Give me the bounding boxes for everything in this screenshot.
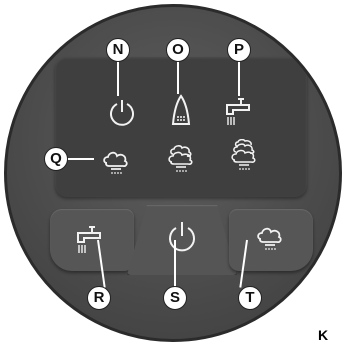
callout-leader-o — [177, 58, 179, 94]
callout-label-r: R — [87, 286, 111, 310]
callout-label-t: T — [238, 286, 262, 310]
iron-icon[interactable] — [164, 93, 198, 127]
faucet-icon[interactable] — [223, 95, 257, 129]
steam-icon — [253, 223, 287, 257]
callout-label-q: Q — [44, 147, 68, 171]
power-icon — [165, 219, 199, 253]
callout-label-o: O — [166, 38, 190, 62]
steam-medium-icon[interactable] — [164, 143, 198, 177]
water-dispense-button[interactable] — [50, 209, 134, 271]
callout-label-p: P — [227, 38, 251, 62]
power-icon[interactable] — [105, 95, 139, 129]
steam-low-icon[interactable] — [99, 147, 133, 181]
callout-leader-p — [238, 58, 240, 96]
callout-label-n: N — [106, 38, 130, 62]
callout-label-s: S — [163, 286, 187, 310]
steam-high-icon[interactable] — [227, 139, 261, 173]
upper-control-panel — [55, 57, 307, 197]
callout-leader-n — [117, 58, 119, 96]
callout-leader-q — [64, 158, 94, 160]
corner-letter-fragment: K — [318, 327, 329, 343]
main-power-button[interactable] — [127, 205, 237, 275]
callout-leader-s — [174, 240, 176, 288]
faucet-icon — [74, 223, 108, 257]
steam-dispense-button[interactable] — [229, 209, 313, 271]
